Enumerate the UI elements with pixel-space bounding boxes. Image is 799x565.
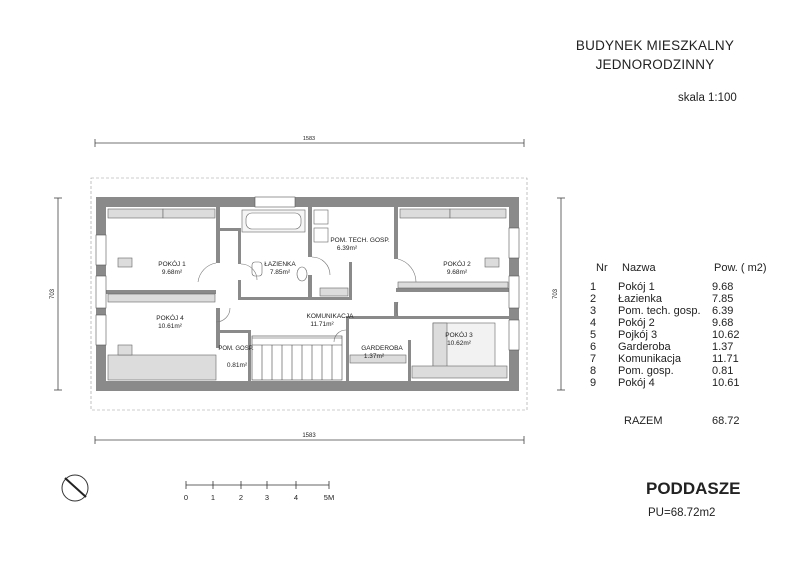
room-labels: POKÓJ 1 9.68m² ŁAZIENKA 7.85m² POM. TECH…	[156, 237, 473, 369]
dimension-left	[54, 197, 62, 391]
windows	[95, 196, 520, 351]
room-pomgosp-area: 0.81m²	[227, 362, 248, 369]
room-lazienka-name: ŁAZIENKA	[264, 261, 296, 268]
header-area: Pow. ( m2)	[714, 262, 767, 274]
dimension-right-label: 703	[553, 288, 559, 299]
dimension-top-label: 1583	[303, 136, 315, 142]
dimension-bottom	[94, 436, 525, 444]
scale-bar-label-1: 1	[211, 493, 215, 502]
room-komunikacja-area: 11.71m²	[310, 321, 334, 328]
scale-bar-label-0: 0	[184, 493, 188, 502]
scale-bar-label-2: 2	[239, 493, 243, 502]
room-pokoj3-name: POKÓJ 3	[445, 330, 473, 339]
room-pomtech-area: 6.39m²	[337, 245, 358, 252]
north-arrow-icon	[61, 474, 89, 502]
room-pomgosp-name: POM. GOSP.	[218, 346, 254, 352]
total-label: RAZEM	[624, 415, 663, 427]
room-lazienka-area: 7.85m²	[270, 269, 291, 276]
scale-label: skala 1:100	[678, 92, 737, 104]
room-garderoba-name: GARDEROBA	[361, 345, 403, 352]
room-komunikacja-name: KOMUNIKACJA	[307, 313, 355, 320]
furniture	[107, 208, 509, 381]
floor-title: PODDASZE	[646, 479, 741, 498]
floor-plan: 1583 1583 703 703	[50, 136, 565, 502]
room-pomtech-name: POM. TECH. GOSP.	[330, 237, 390, 244]
scale-bar	[185, 481, 330, 489]
scale-bar-label-3: 3	[265, 493, 269, 502]
room-pokoj2-area: 9.68m²	[447, 269, 468, 276]
room-pokoj1-name: POKÓJ 1	[158, 259, 186, 268]
room-pokoj4-name: POKÓJ 4	[156, 313, 184, 322]
doors	[197, 256, 417, 343]
header-name: Nazwa	[622, 262, 656, 274]
stairs	[251, 335, 343, 381]
scale-bar-label-5: 5M	[324, 493, 334, 502]
room-garderoba-area: 1.37m²	[364, 353, 385, 360]
roof-outline	[90, 177, 528, 411]
header-nr: Nr	[596, 262, 608, 274]
dimension-top	[94, 139, 525, 147]
room-pokoj1-area: 9.68m²	[162, 269, 183, 276]
dimension-left-label: 703	[50, 288, 56, 299]
total-value: 68.72	[712, 415, 740, 427]
dimension-bottom-label: 1583	[302, 433, 316, 439]
scale-bar-label-4: 4	[294, 493, 298, 502]
room-pokoj4-area: 10.61m²	[158, 323, 183, 330]
room-pokoj2-name: POKÓJ 2	[443, 259, 471, 268]
title-line-1: BUDYNEK MIESZKALNY	[575, 38, 735, 53]
dimension-right	[557, 197, 565, 391]
title-line-2: JEDNORODZINNY	[595, 57, 715, 72]
interior-walls	[106, 207, 509, 381]
room-pokoj3-area: 10.62m²	[447, 340, 472, 347]
usable-area-label: PU=68.72m2	[648, 507, 716, 519]
